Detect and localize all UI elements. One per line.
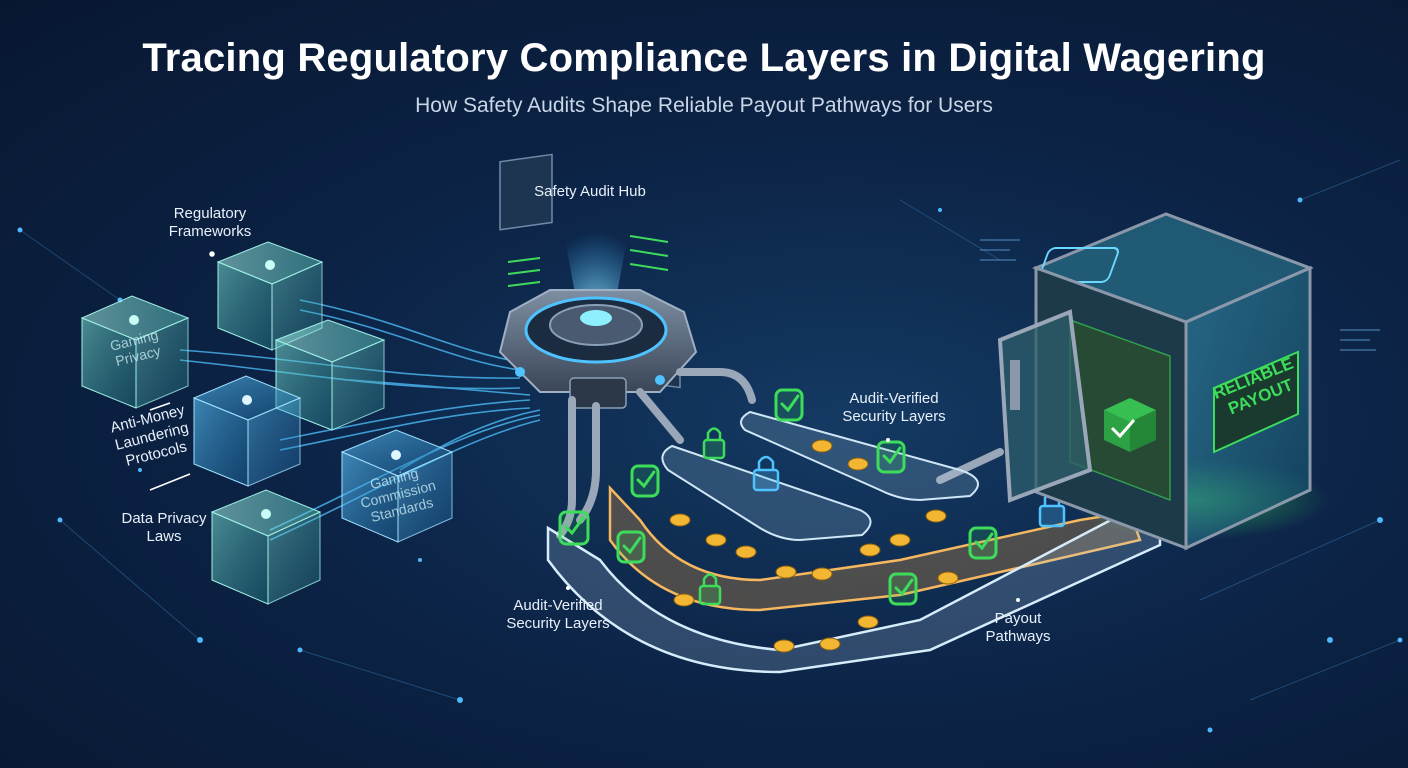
- upper-security-rail: [740, 410, 979, 502]
- page-subtitle: How Safety Audits Shape Reliable Payout …: [415, 94, 993, 117]
- pipes: [556, 368, 1004, 539]
- rail-leader-dots: [566, 438, 1020, 602]
- label-audit-verified-upper: Audit-Verified Security Layers: [842, 390, 946, 425]
- check-shields: [558, 388, 998, 606]
- label-payout-pathways: Payout Pathways: [985, 610, 1051, 645]
- lower-security-rail: [546, 508, 1162, 674]
- label-regulatory-frameworks: Regulatory Frameworks: [168, 205, 252, 240]
- vault: [997, 212, 1330, 551]
- label-audit-verified-lower: Audit-Verified Security Layers: [506, 597, 610, 632]
- cube-data-privacy: [210, 489, 322, 605]
- cube-gaming-privacy: [80, 295, 190, 409]
- coins: [669, 439, 1123, 653]
- page-title: Tracing Regulatory Compliance Layers in …: [142, 36, 1266, 80]
- label-safety-audit-hub: Safety Audit Hub: [534, 183, 646, 200]
- network-background: [19, 159, 1401, 701]
- safety-audit-hub: [498, 153, 698, 409]
- middle-security-rail: [661, 444, 872, 542]
- cube-gaming-commission: [340, 429, 454, 543]
- cube-aml-blue: [192, 375, 302, 487]
- leader-marks: [149, 251, 215, 491]
- lock-icons: [698, 427, 1066, 606]
- cube-middle: [274, 319, 386, 431]
- hud-lines: [980, 239, 1380, 351]
- label-data-privacy-laws: Data Privacy Laws: [121, 510, 207, 545]
